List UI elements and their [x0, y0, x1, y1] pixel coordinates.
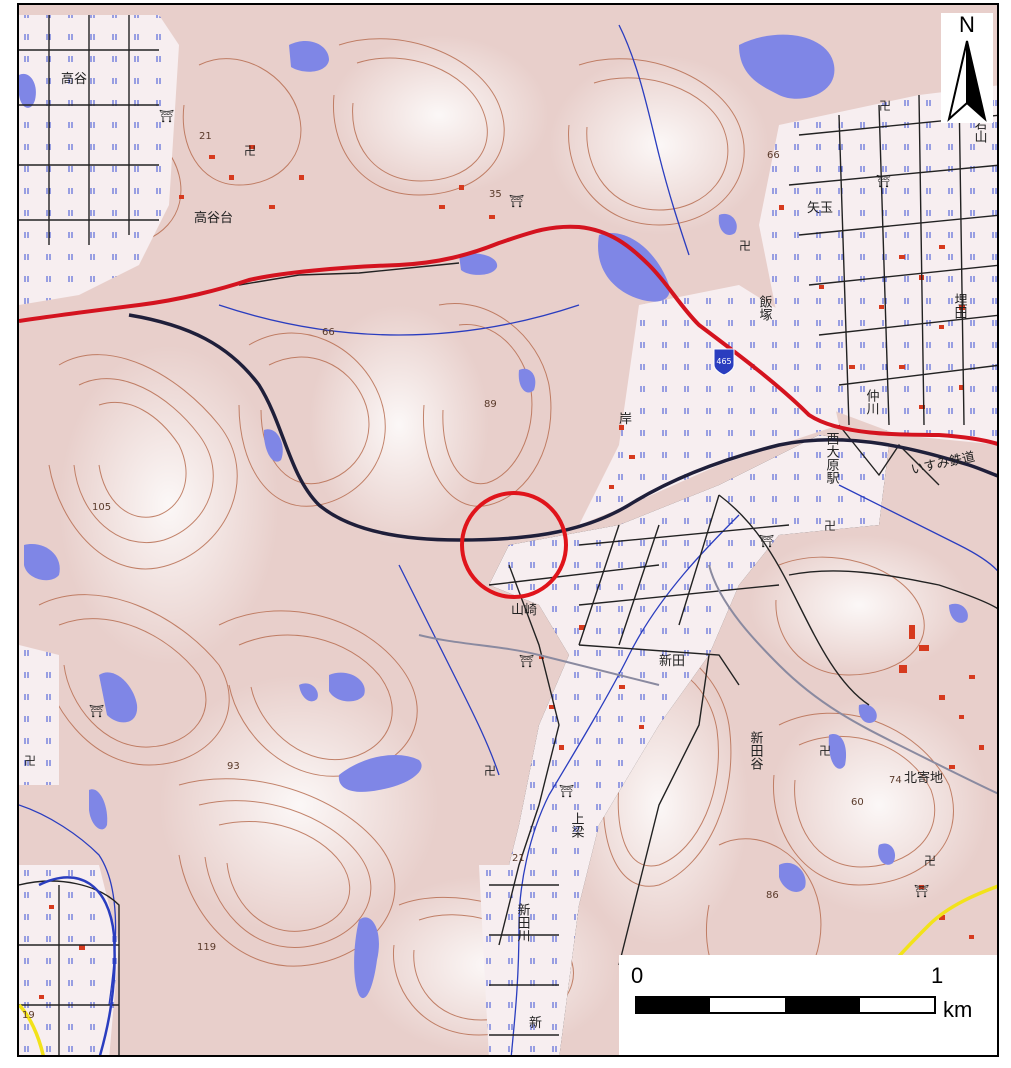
temple-symbol: 卍 [484, 764, 496, 778]
scale-end-label: 1 [931, 963, 944, 988]
scale-start-label: 0 [631, 963, 644, 988]
elevation-point: 86 [766, 890, 779, 901]
temple-symbol: 卍 [824, 519, 836, 533]
label-nakagawa: 仲川 [864, 389, 880, 415]
elevation-point: 89 [484, 399, 497, 410]
temple-symbol: 卍 [819, 744, 831, 758]
temple-symbol: 卍 [739, 239, 751, 253]
shrine-symbol: ⛩ [559, 784, 574, 798]
label-kitayosechi: 北寄地 [904, 770, 943, 786]
elevation-point: 19 [22, 1010, 35, 1021]
local-roads [19, 15, 997, 1055]
shrine-symbol: ⛩ [876, 174, 891, 188]
label-shinden-kawa: 新田川 [515, 902, 531, 942]
elevation-point: 105 [92, 502, 111, 513]
paddy-fields [19, 15, 997, 1055]
elevation-point: 21 [199, 131, 212, 142]
label-kamiyana: 上梁 [569, 812, 585, 838]
scale-bar: 0 1 km [619, 955, 997, 1055]
temple-symbol: 卍 [24, 754, 36, 768]
shrine-symbol: ⛩ [759, 534, 774, 548]
label-umeda: 埋田 [952, 293, 968, 319]
label-wakayama: 若山 [972, 116, 988, 143]
secondary-road [708, 564, 997, 795]
elevation-point: 60 [851, 797, 864, 808]
scale-bar-graphic [635, 996, 936, 1014]
temple-symbol: 卍 [244, 144, 256, 158]
elevation-point: 66 [322, 327, 335, 338]
map-canvas: 465 ⛩ 卍 ⛩ 卍 ⛩ 卍 卍 ⛩ ⛩ ⛩ 卍 卍 ⛩ 卍 ⛩ 卍 高谷 高… [19, 5, 997, 1055]
secondary-road-2 [418, 634, 660, 686]
shrine-symbol: ⛩ [89, 704, 104, 718]
temple-symbol: 卍 [879, 99, 891, 113]
shrine-symbol: ⛩ [914, 884, 929, 898]
shrine-symbol: ⛩ [509, 194, 524, 208]
elevation-points: 21 35 66 66 89 105 93 74 60 21 86 119 19 [22, 131, 902, 1021]
scale-unit: km [943, 997, 973, 1022]
temple-symbol: 卍 [924, 854, 936, 868]
label-shin: 新 [529, 1015, 542, 1031]
north-arrow-icon [947, 40, 987, 122]
prefectural-road-sw [19, 1003, 45, 1055]
label-nishiohara-station: 西大原駅 [824, 432, 840, 485]
route-465-shield: 465 [713, 348, 735, 376]
highlight-circle [460, 491, 568, 599]
national-route-465 [19, 224, 997, 446]
elevation-point: 66 [767, 150, 780, 161]
label-takayadai: 高谷台 [194, 210, 233, 226]
elevation-point: 21 [512, 853, 525, 864]
label-shinden: 新田 [659, 653, 685, 669]
label-takaya: 高谷 [61, 71, 87, 87]
route-shield-number: 465 [716, 357, 731, 366]
elevation-point: 74 [889, 775, 902, 786]
map-symbols: ⛩ 卍 ⛩ 卍 ⛩ 卍 卍 ⛩ ⛩ ⛩ 卍 卍 ⛩ 卍 ⛩ 卍 [24, 99, 936, 898]
north-letter: N [959, 12, 975, 37]
railway-line [128, 313, 997, 542]
shrine-symbol: ⛩ [519, 654, 534, 668]
loop-road [38, 876, 116, 1055]
label-yadama: 矢玉 [807, 201, 833, 216]
water-bodies [19, 34, 968, 999]
topographic-map: 465 ⛩ 卍 ⛩ 卍 ⛩ 卍 卍 ⛩ ⛩ ⛩ 卍 卍 ⛩ 卍 ⛩ 卍 高谷 高… [17, 3, 999, 1057]
streams [19, 24, 997, 1055]
elevation-point: 93 [227, 761, 240, 772]
label-shinden-yato: 新田谷 [748, 730, 764, 770]
label-kishi: 岸 [619, 412, 632, 427]
north-arrow: N [941, 13, 993, 123]
label-iizuka: 飯塚 [757, 295, 773, 321]
elevation-point: 119 [197, 942, 216, 953]
label-yamazaki: 山崎 [511, 603, 537, 618]
shrine-symbol: ⛩ [159, 109, 174, 123]
elevation-point: 35 [489, 189, 502, 200]
